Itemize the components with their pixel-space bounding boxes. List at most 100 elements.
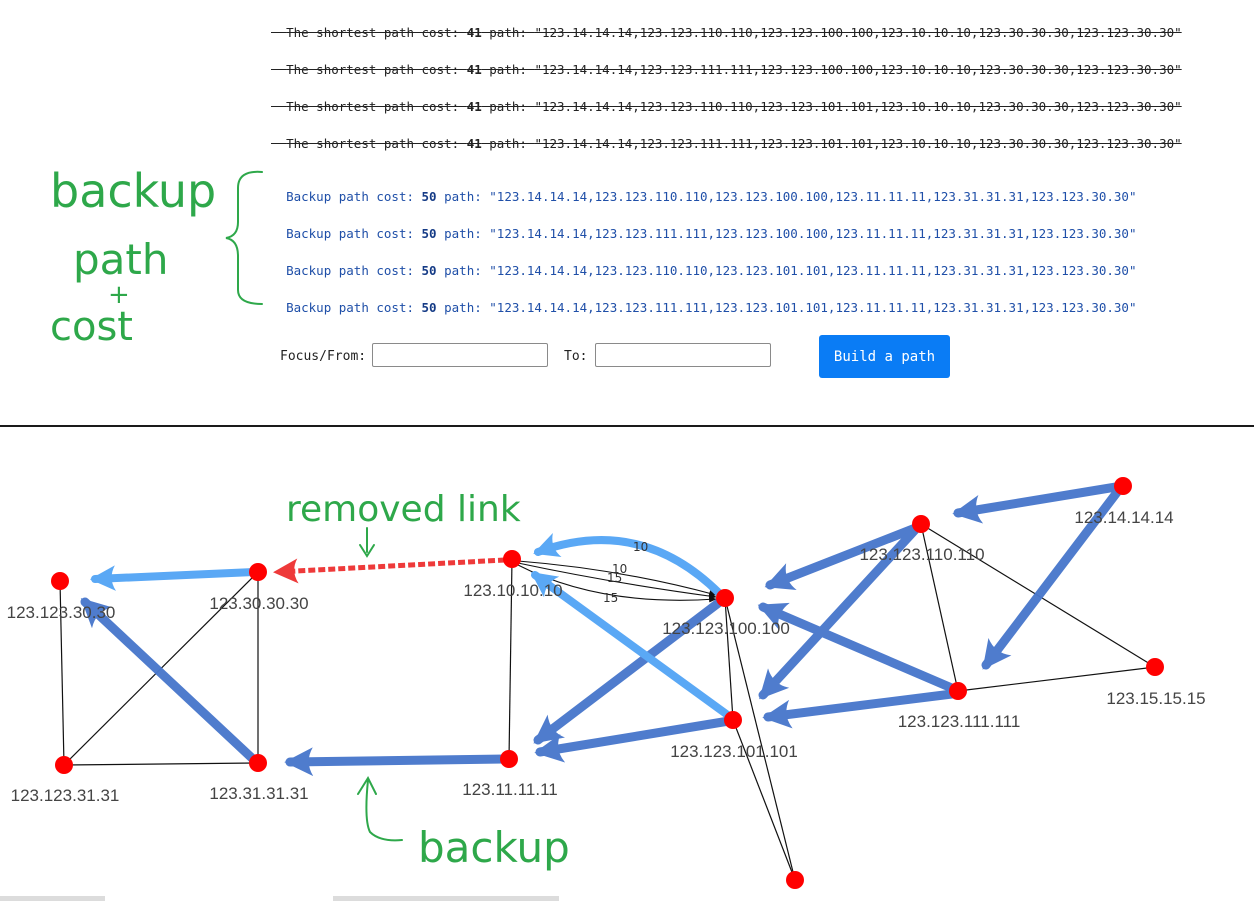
backup-path-mid: path: (436, 226, 490, 241)
shortest-path-mid: path: (481, 62, 535, 77)
backup-path-route: "123.14.14.14,123.123.110.110,123.123.10… (489, 263, 1137, 278)
graph-edge (63, 762, 259, 766)
edge-label: 10 (612, 562, 627, 576)
path-edge (764, 522, 923, 591)
backup-path-mid: path: (436, 300, 490, 315)
node-label: 123.31.31.31 (209, 784, 308, 803)
curly-brace-icon (225, 170, 263, 305)
network-graph[interactable]: 10 10 15 15 123.14.14.14 123.123.110.110… (0, 427, 1254, 897)
shortest-path-line: The shortest path cost: 41 path: "123.14… (271, 84, 1182, 114)
backup-path-line: Backup path cost: 50 path: "123.14.14.14… (271, 174, 1137, 204)
backup-path-route: "123.14.14.14,123.123.111.111,123.123.10… (489, 300, 1137, 315)
shortest-path-route: "123.14.14.14,123.123.111.111,123.123.10… (534, 136, 1182, 151)
node-123-123-30-30[interactable] (51, 572, 69, 590)
node-label: 123.11.11.11 (462, 780, 557, 799)
backup-path-line: Backup path cost: 50 path: "123.14.14.14… (271, 248, 1137, 278)
shortest-path-cost: 41 (466, 136, 482, 151)
backup-path-edges (80, 481, 1127, 777)
path-edge (80, 597, 259, 765)
backup-path-route: "123.14.14.14,123.123.111.111,123.123.10… (489, 226, 1137, 241)
to-input[interactable] (595, 343, 771, 367)
from-input[interactable] (372, 343, 548, 367)
annotation-cost-word: cost (50, 304, 133, 350)
path-edge (758, 525, 920, 700)
backup-path-cost: 50 (421, 263, 437, 278)
node-123-123-110-110[interactable] (912, 515, 930, 533)
edge-label: 10 (633, 540, 648, 554)
backup-path-prefix: Backup path cost: (286, 263, 422, 278)
annotation-plus: + (108, 280, 130, 310)
path-edge (533, 596, 726, 745)
shortest-path-edges (89, 532, 733, 720)
node-123-31-31-31[interactable] (249, 754, 267, 772)
graph-edge (732, 719, 796, 881)
shortest-path-mid: path: (481, 25, 535, 40)
edge-label: 15 (607, 571, 622, 585)
edge-label: 15 (603, 591, 618, 605)
path-edge (757, 602, 959, 694)
to-label: To: (564, 349, 588, 364)
shortest-path-route: "123.14.14.14,123.123.110.110,123.123.10… (534, 25, 1182, 40)
edge-labels: 10 10 15 15 (603, 540, 648, 605)
graph-nodes[interactable] (51, 477, 1164, 889)
backup-path-cost: 50 (421, 300, 437, 315)
backup-path-mid: path: (436, 263, 490, 278)
graph-edge (517, 560, 717, 597)
shortest-path-cost: 41 (466, 62, 482, 77)
shortest-path-prefix: The shortest path cost: (286, 99, 467, 114)
from-label: Focus/From: (280, 349, 367, 364)
shortest-path-prefix: The shortest path cost: (286, 62, 467, 77)
node-label: 123.30.30.30 (209, 594, 308, 613)
shortest-path-route: "123.14.14.14,123.123.110.110,123.123.10… (534, 99, 1182, 114)
node-123-14-14-14[interactable] (1114, 477, 1132, 495)
graph-edge (724, 597, 734, 721)
node-123-123-101-101[interactable] (724, 711, 742, 729)
node-123-15-15-15[interactable] (1146, 658, 1164, 676)
node-123-123-111-111[interactable] (949, 682, 967, 700)
node-label: 123.10.10.10 (463, 581, 562, 600)
shortest-path-cost: 41 (466, 99, 482, 114)
node-123-123-100-100[interactable] (716, 589, 734, 607)
node-label: 123.123.101.101 (670, 742, 798, 761)
backup-path-mid: path: (436, 189, 490, 204)
path-edge (762, 689, 957, 729)
node-123-10-10-10[interactable] (503, 550, 521, 568)
backup-path-cost: 50 (421, 189, 437, 204)
node-123-11-11-11[interactable] (500, 750, 518, 768)
shortest-path-cost: 41 (466, 25, 482, 40)
graph-edge (508, 558, 513, 760)
path-edge (284, 747, 510, 777)
node-label: 123.15.15.15 (1106, 689, 1205, 708)
node-label: 123.123.110.110 (859, 545, 984, 564)
node-labels: 123.14.14.14 123.123.110.110 123.123.100… (7, 508, 1206, 805)
shortest-path-mid: path: (481, 136, 535, 151)
node-unlabeled[interactable] (786, 871, 804, 889)
graph-edge (957, 666, 1156, 692)
node-label: 123.123.31.31 (11, 786, 120, 805)
shortest-path-prefix: The shortest path cost: (286, 136, 467, 151)
shortest-path-route: "123.14.14.14,123.123.111.111,123.123.10… (534, 62, 1182, 77)
node-123-30-30-30[interactable] (249, 563, 267, 581)
shortest-path-mid: path: (481, 99, 535, 114)
shortest-path-line: The shortest path cost: 41 path: "123.14… (271, 10, 1182, 40)
scrollbar-thumb[interactable] (333, 896, 559, 901)
backup-path-line: Backup path cost: 50 path: "123.14.14.14… (271, 285, 1137, 315)
path-edge (952, 481, 1127, 524)
divider (0, 425, 1254, 427)
graph-edge (920, 523, 959, 692)
backup-path-route: "123.14.14.14,123.123.110.110,123.123.10… (489, 189, 1137, 204)
shortest-path-line: The shortest path cost: 41 path: "123.14… (271, 121, 1182, 151)
shortest-path-line: The shortest path cost: 41 path: "123.14… (271, 47, 1182, 77)
annotation-path-word: path (73, 235, 168, 284)
backup-path-prefix: Backup path cost: (286, 189, 422, 204)
node-label: 123.14.14.14 (1074, 508, 1173, 527)
backup-path-line: Backup path cost: 50 path: "123.14.14.14… (271, 211, 1137, 241)
path-edge (533, 532, 723, 597)
path-edge (530, 571, 733, 720)
node-label: 123.123.30.30 (7, 603, 116, 622)
build-path-button[interactable]: Build a path (819, 335, 950, 378)
scrollbar-track[interactable] (0, 896, 105, 901)
graph-edge (724, 597, 796, 881)
graph-edge (517, 562, 717, 600)
node-123-123-31-31[interactable] (55, 756, 73, 774)
